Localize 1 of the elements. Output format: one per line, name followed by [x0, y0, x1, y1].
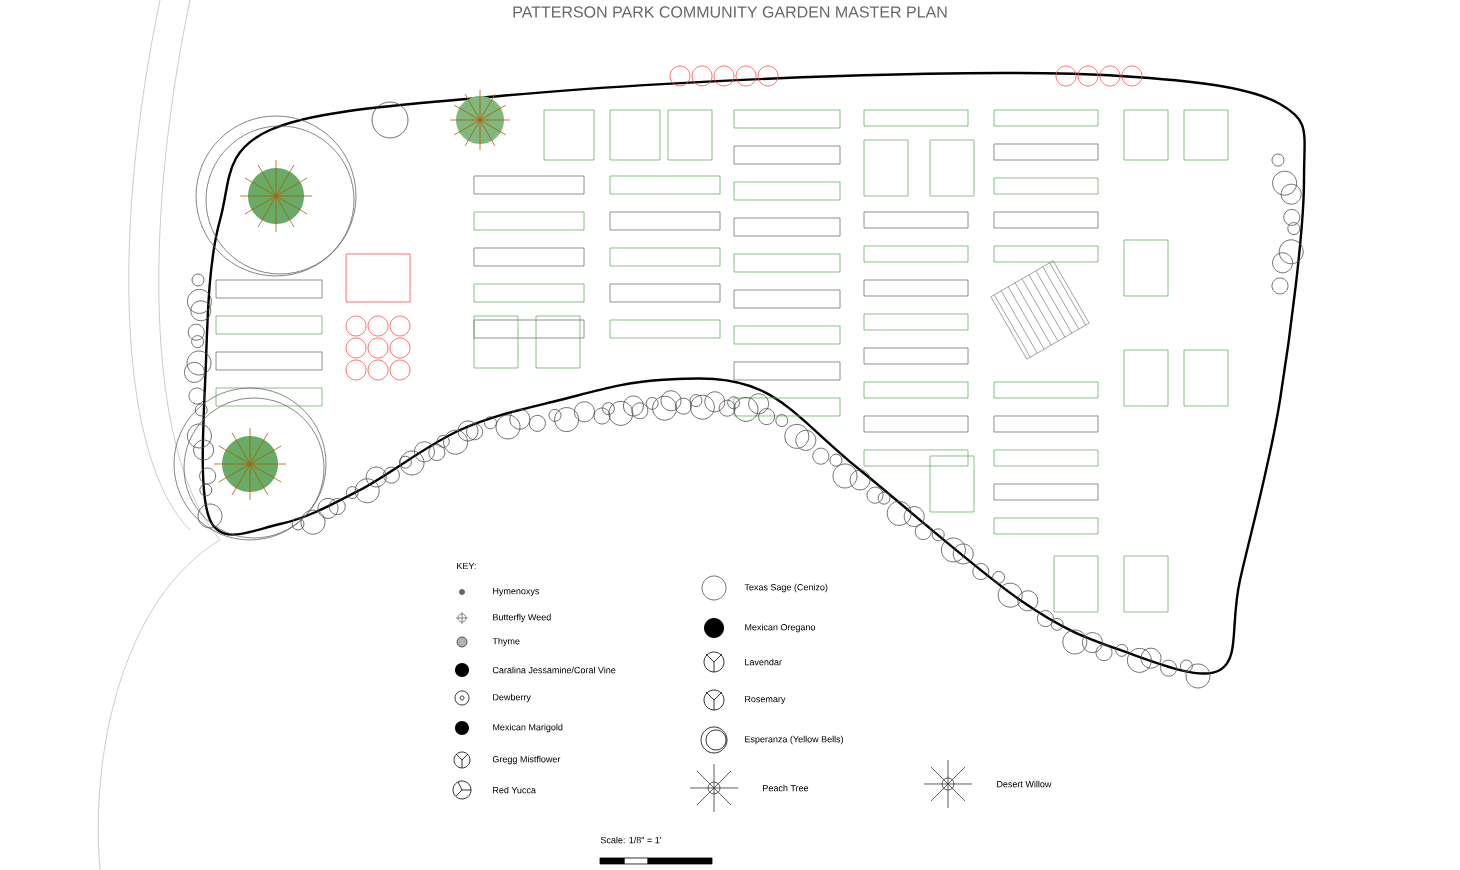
title: PATTERSON PARK COMMUNITY GARDEN MASTER PLAN — [513, 6, 947, 18]
